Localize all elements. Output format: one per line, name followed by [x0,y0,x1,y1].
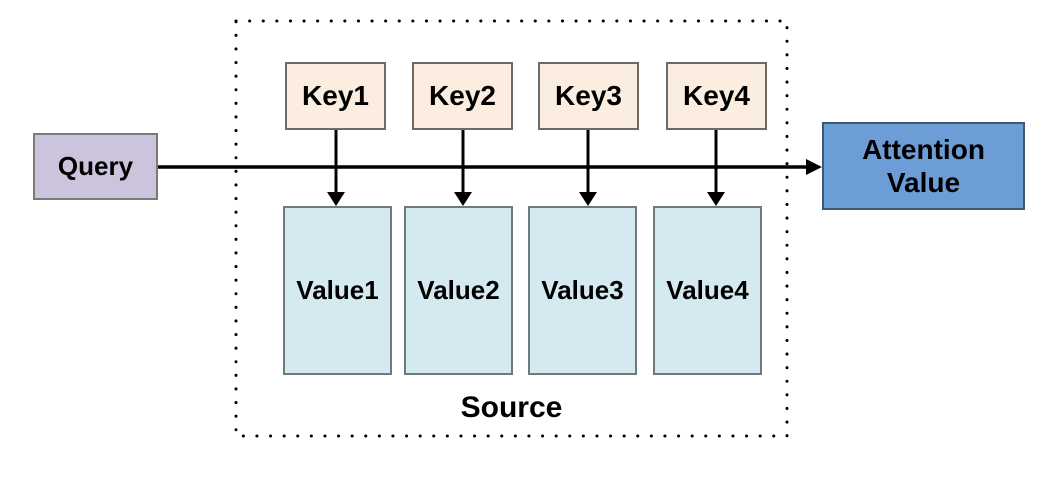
attention-value-box: Attention Value [822,122,1025,210]
key1-label: Key1 [302,80,369,111]
value3-box: Value3 [528,206,637,375]
query-box: Query [33,133,158,200]
query-label: Query [57,151,134,181]
key1-to-value1-arrowhead-icon [327,192,345,206]
value1-label: Value1 [296,275,379,305]
key4-label: Key4 [683,80,750,111]
value4-label: Value4 [666,275,749,305]
key2-to-value2-arrowhead-icon [454,192,472,206]
value3-label: Value3 [541,275,624,305]
value4-box: Value4 [653,206,762,375]
key1-box: Key1 [285,62,386,130]
key2-box: Key2 [412,62,513,130]
attention-value-line2: Value [886,167,961,198]
value2-box: Value2 [404,206,513,375]
key4-box: Key4 [666,62,767,130]
key3-to-value3-arrowhead-icon [579,192,597,206]
value2-label: Value2 [417,275,500,305]
attention-value-line1: Attention [862,134,985,165]
value1-box: Value1 [283,206,392,375]
key3-box: Key3 [538,62,639,130]
key2-label: Key2 [429,80,496,111]
key3-label: Key3 [555,80,622,111]
query-to-attention-arrowhead-icon [806,159,822,175]
source-label: Source [460,391,563,424]
key4-to-value4-arrowhead-icon [707,192,725,206]
